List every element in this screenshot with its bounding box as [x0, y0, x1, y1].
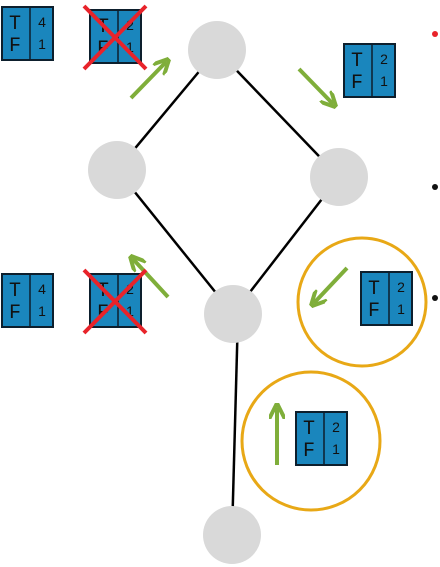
edge-center-bottom [230, 313, 240, 536]
table-letter: T [368, 278, 380, 301]
arrow-down-left-icon [314, 266, 349, 303]
table-number: 1 [38, 36, 46, 52]
cross-out-icon [82, 4, 148, 71]
table-number: 4 [38, 281, 46, 297]
edge-left-center [116, 169, 234, 315]
table-box [1, 273, 54, 328]
arrow-down-right-icon [297, 67, 333, 104]
bullet-black-2 [432, 295, 438, 301]
bullet-black-1 [432, 184, 438, 190]
bullet-red [432, 31, 438, 37]
table-number: 1 [38, 303, 46, 319]
table-right-circled: TF 2 1 [360, 271, 413, 326]
table-mid-left: TF 4 1 [1, 273, 54, 328]
cross-out-icon [82, 268, 148, 335]
table-letter: F [351, 72, 363, 95]
table-box [360, 271, 413, 326]
table-bottom-circled: TF 2 1 [295, 411, 348, 466]
edge-top-right [216, 49, 340, 178]
message-arrows [129, 62, 349, 465]
table-letter: T [351, 50, 363, 73]
arrow-up-left-icon [133, 259, 170, 299]
node-bottom[interactable] [203, 506, 261, 564]
table-number: 2 [397, 279, 405, 295]
node-center[interactable] [204, 285, 262, 343]
table-letter: T [303, 418, 315, 441]
table-box [295, 411, 348, 466]
node-top[interactable] [188, 21, 246, 79]
node-right[interactable] [310, 148, 368, 206]
highlight-circle-bottom [240, 370, 382, 512]
table-number: 1 [126, 39, 134, 55]
table-number: 2 [380, 51, 388, 67]
table-number: 1 [126, 303, 134, 319]
table-letter: T [9, 13, 21, 36]
table-letter: T [9, 280, 21, 303]
highlight-circle-right [296, 236, 428, 368]
node-left[interactable] [88, 141, 146, 199]
bullet-markers [432, 31, 438, 301]
table-number: 4 [38, 14, 46, 30]
table-top-right: TF 2 1 [343, 43, 396, 98]
table-number: 1 [332, 441, 340, 457]
table-letter: F [9, 35, 21, 58]
graph-nodes [88, 21, 368, 564]
table-box [1, 6, 54, 61]
table-letter: F [368, 300, 380, 323]
table-letter: F [303, 440, 315, 463]
message-tables: TF41TF21TF21TF41TF21TF21TF21 [1, 4, 413, 466]
table-number: 1 [380, 73, 388, 89]
arrow-up-right-icon [129, 62, 166, 100]
table-letter: F [9, 302, 21, 325]
table-number: 1 [397, 301, 405, 317]
table-box [343, 43, 396, 98]
table-top-left: TF 4 1 [1, 6, 54, 61]
table-number: 2 [332, 419, 340, 435]
